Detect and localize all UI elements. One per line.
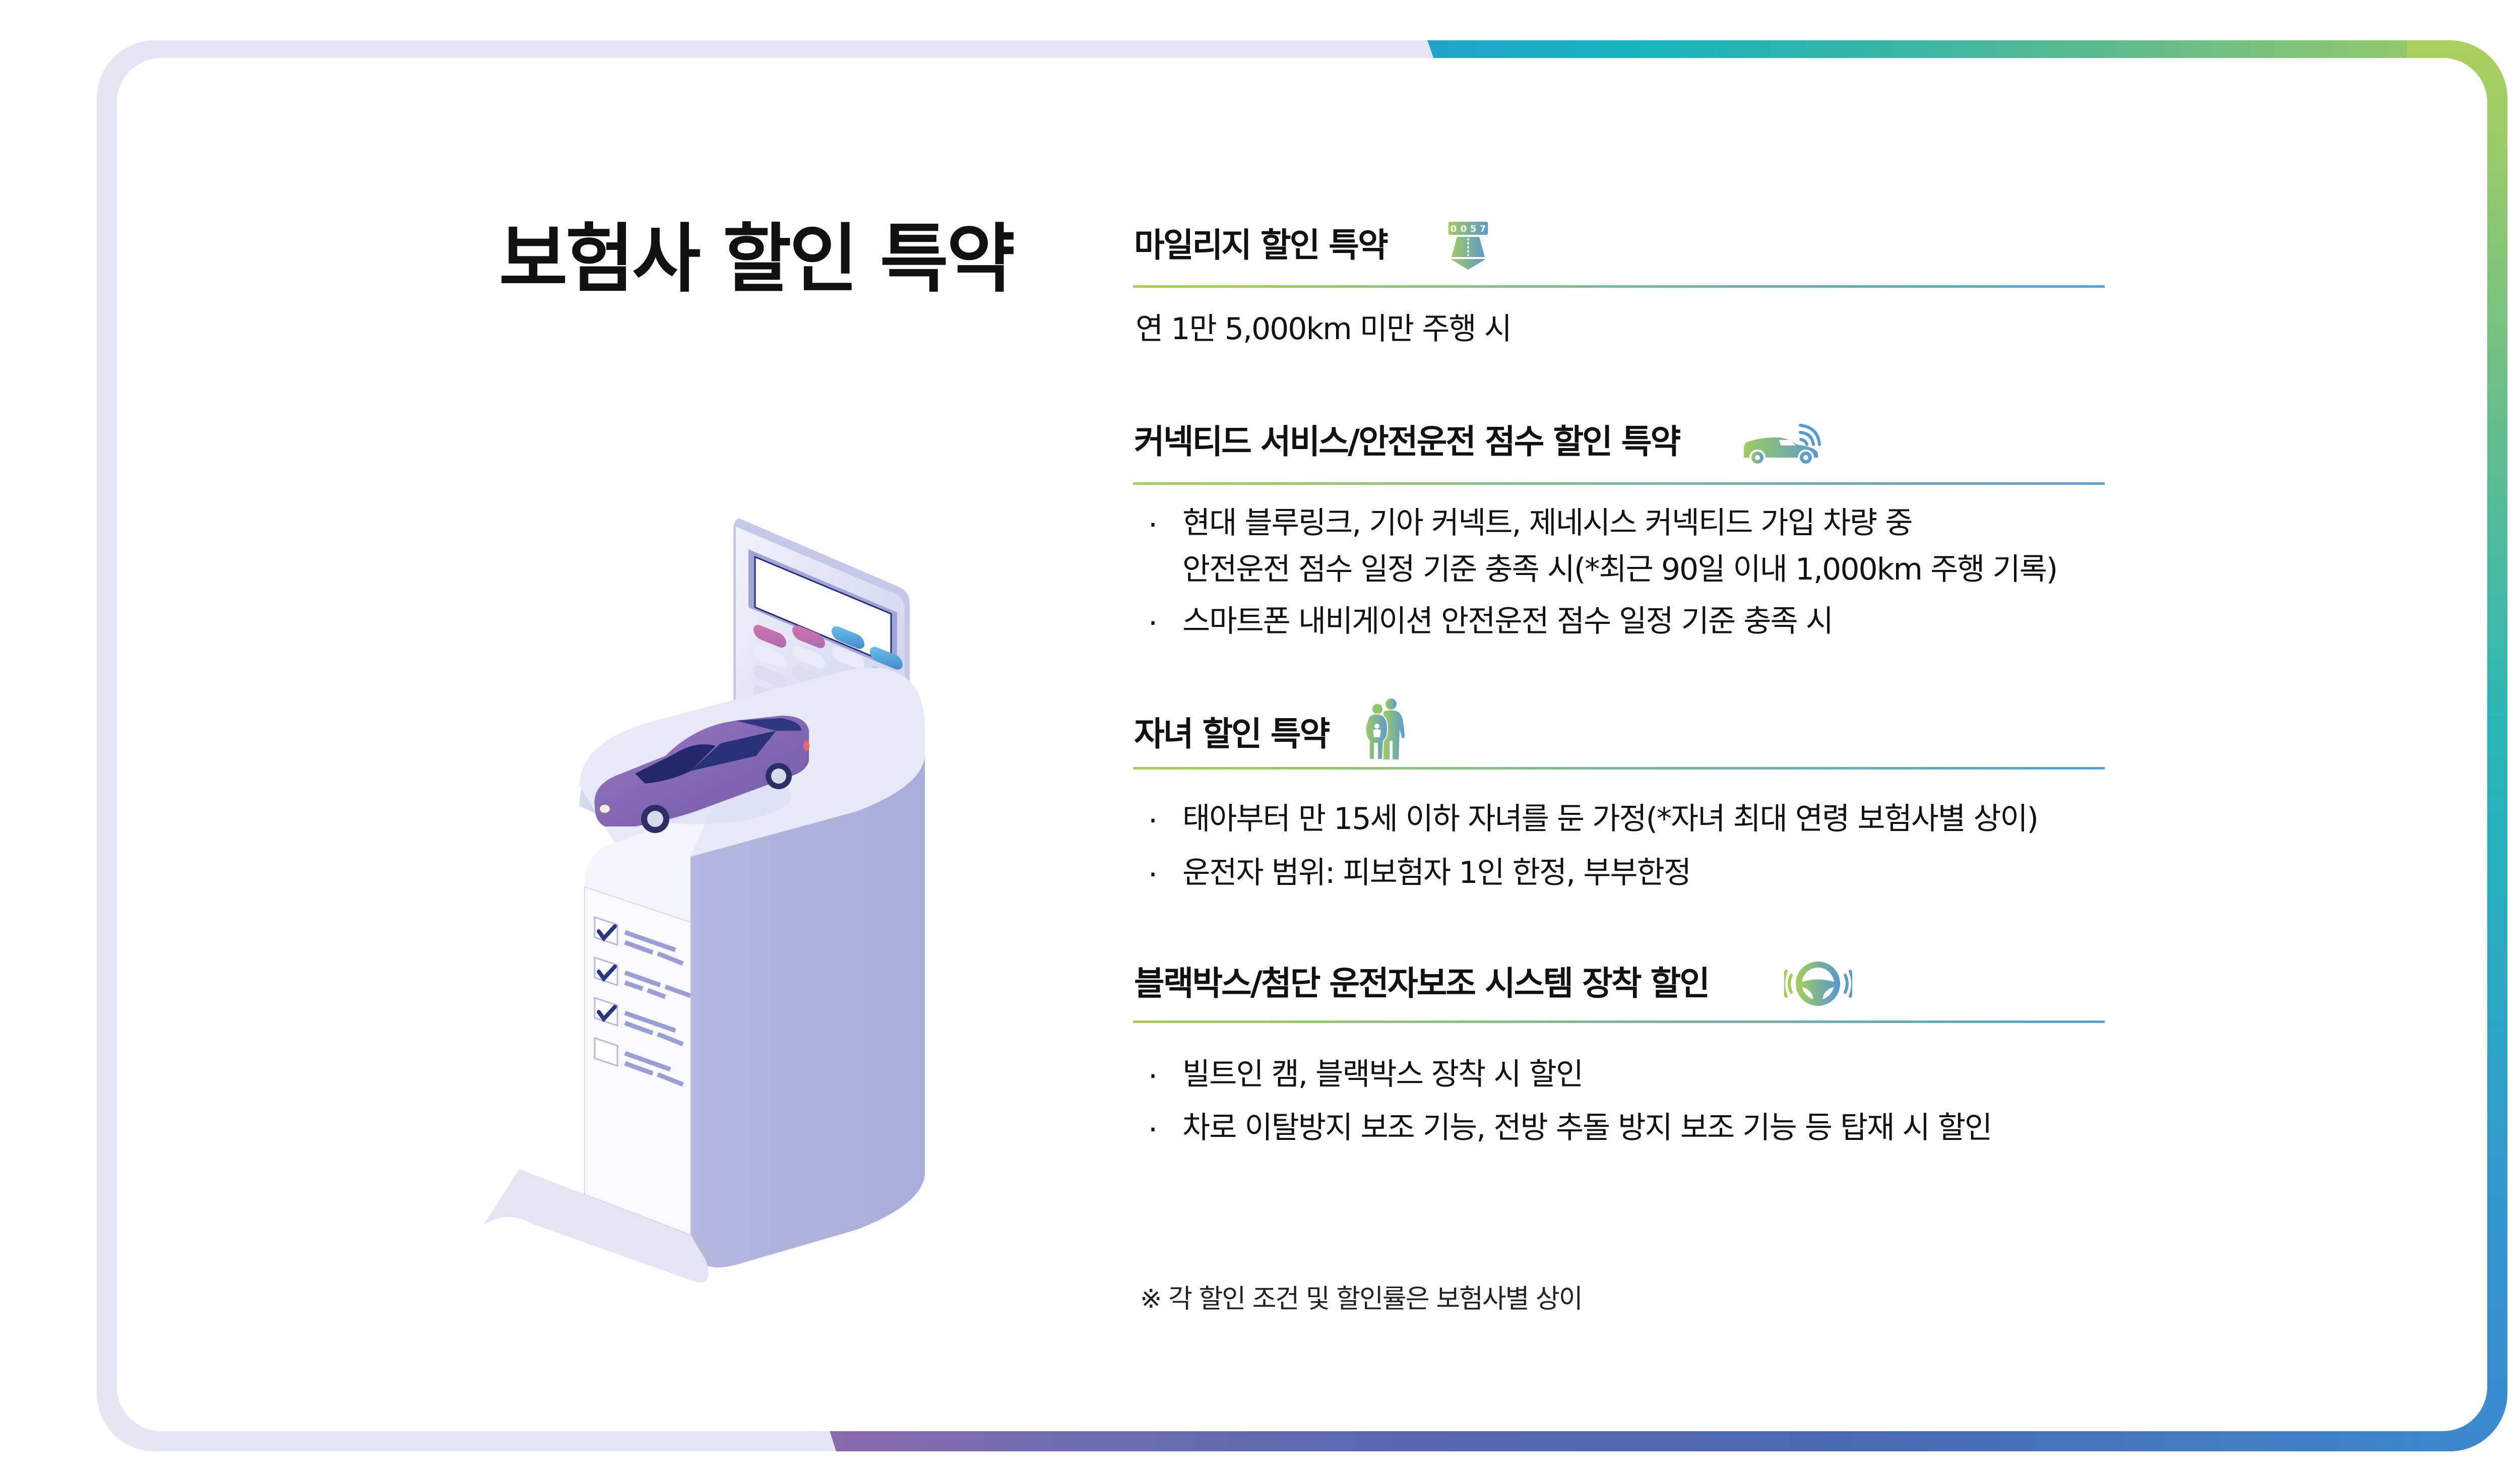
bullet-dot: · <box>1148 857 1158 892</box>
footnote: ※ 각 할인 조건 및 할인률은 보험사별 상이 <box>1140 1284 1583 1314</box>
bullet-text: 스마트폰 내비게이션 안전운전 점수 일정 기준 충족 시 <box>1182 604 1834 639</box>
bullet-text: 운전자 범위: 피보험자 1인 한정, 부부한정 <box>1182 855 1691 890</box>
bullet-dot: · <box>1148 803 1158 839</box>
connected-car-icon <box>1741 418 1822 468</box>
svg-text:0: 0 <box>1451 224 1457 234</box>
section-divider <box>1133 1020 2105 1023</box>
page-title: 보험사 할인 특약 <box>499 216 1015 302</box>
section-mileage-discount: 마일리지 할인 특약 0 0 5 7 연 1만 5,000km 미만 주행 시 <box>1133 217 2106 344</box>
svg-text:7: 7 <box>1480 224 1486 234</box>
bullet-dot: · <box>1148 507 1158 543</box>
section-blackbox-adas-discount: 블랙박스/첨단 운전자보조 시스템 장착 할인 · 빌트인 캠, 블랙박스 장착 <box>1133 955 2106 1145</box>
checklist-paper <box>484 761 734 1283</box>
car-on-calculator-checklist-illustration <box>454 504 1008 1310</box>
frame-top-gradient <box>1427 40 2507 60</box>
steering-wheel-icon <box>1782 960 1854 1010</box>
bullet-dot: · <box>1148 606 1158 641</box>
frame-bottom-gradient <box>829 1429 2507 1451</box>
bullet-dot: · <box>1148 1112 1158 1147</box>
section-title: 마일리지 할인 특약 <box>1134 226 1389 265</box>
bullet-dot: · <box>1148 1059 1158 1094</box>
purple-car-icon <box>594 716 809 833</box>
bullet-text: 현대 블루링크, 기아 커넥트, 제네시스 커넥티드 가입 차량 중 <box>1182 505 1913 541</box>
section-body-text: 연 1만 5,000km 미만 주행 시 <box>1136 311 1512 347</box>
section-divider <box>1133 767 2105 770</box>
family-icon <box>1363 698 1409 763</box>
section-divider <box>1133 285 2105 288</box>
bullet-text: 빌트인 캠, 블랙박스 장착 시 할인 <box>1182 1057 1584 1092</box>
section-title: 커넥티드 서비스/안전운전 점수 할인 특약 <box>1134 422 1681 461</box>
section-connected-service-discount: 커넥티드 서비스/안전운전 점수 할인 특약 <box>1133 413 2106 638</box>
bullet-text: 태아부터 만 15세 이하 자녀를 둔 가정(*자녀 최대 연령 보험사별 상이… <box>1182 801 2039 837</box>
section-title: 블랙박스/첨단 운전자보조 시스템 장착 할인 <box>1134 964 1710 1003</box>
section-divider <box>1133 482 2105 485</box>
svg-text:0: 0 <box>1461 224 1467 234</box>
svg-text:5: 5 <box>1470 224 1477 234</box>
section-child-discount: 자녀 할인 특약 · 태아부터 만 15세 이하 자녀를 둔 가정(*자녀 최대… <box>1133 698 2106 890</box>
odometer-road-icon: 0 0 5 7 <box>1440 222 1496 272</box>
bullet-text-continued: 안전운전 점수 일정 기준 충족 시(*최근 90일 이내 1,000km 주행… <box>1182 552 2058 587</box>
bullet-text: 차로 이탈방지 보조 기능, 전방 추돌 방지 보조 기능 등 탑재 시 할인 <box>1182 1110 1992 1145</box>
section-title: 자녀 할인 특약 <box>1134 715 1330 753</box>
